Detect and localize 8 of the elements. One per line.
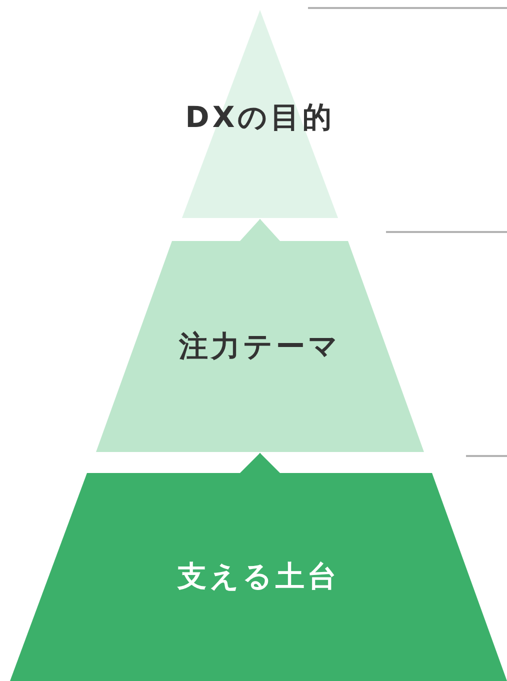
trapezoid-tier bbox=[10, 473, 507, 681]
trapezoid-tier bbox=[96, 241, 424, 452]
tier-label: 注力テーマ bbox=[179, 328, 341, 364]
tier-label: 支える土台 bbox=[178, 558, 340, 595]
tier-label: DXの目的 bbox=[185, 99, 335, 136]
triangle-tier bbox=[182, 10, 338, 218]
chevron-arrow bbox=[240, 218, 280, 242]
chevron-arrow bbox=[240, 452, 280, 474]
